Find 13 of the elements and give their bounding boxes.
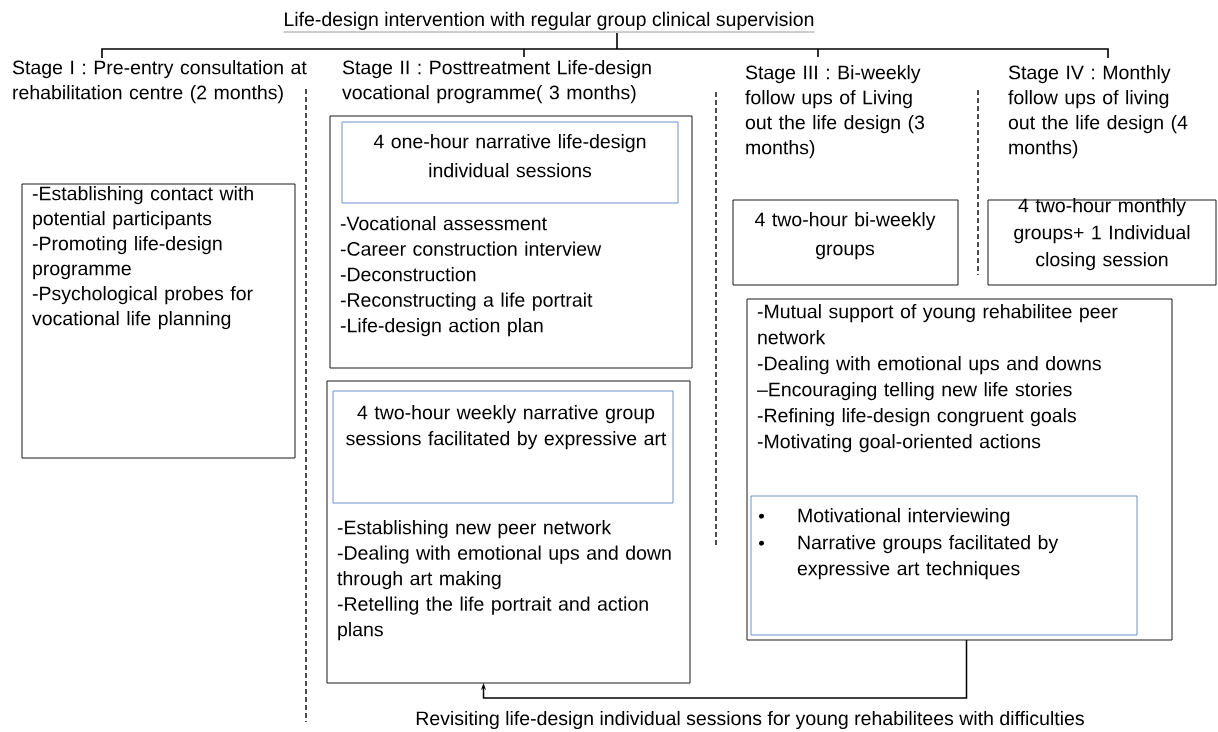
arrow bbox=[480, 639, 968, 699]
method-box: Motivational interviewing Narrative groups facilitated by expressive art techniques bbox=[750, 495, 1138, 636]
stage-heading: Stage I : Pre-entry consultation at rehabilitation centre (2 months) bbox=[12, 60, 307, 104]
stage-heading: Stage II : Posttreatment Life-design vocational programme( 3 months) bbox=[342, 60, 651, 104]
session-box: 4 two-hour weekly narrative group sessions facilitated by expressive art bbox=[332, 390, 674, 504]
session-box: 4 two-hour bi-weekly groups bbox=[732, 199, 959, 286]
session-box: 4 two-hour monthly groups+ 1 Individual closing session bbox=[987, 198, 1217, 286]
stage-heading: Stage IV : Monthly follow ups of living out the life design (4 months) bbox=[1008, 65, 1188, 159]
stage-heading: Stage III : Bi-weekly follow ups of Living out the life design (3 months) bbox=[745, 65, 925, 159]
session-box: 4 one-hour narrative life-design individual sessions bbox=[341, 121, 679, 204]
title: Life-design intervention with regular group clinical supervision bbox=[285, 11, 814, 30]
edge-label: Revisiting life-design individual sessions for young rehabilitees with difficulties bbox=[414, 709, 1086, 731]
text-box: -Establishing contact with potential participants -Promoting life-design programme -Psychological probes for vocational life planning bbox=[21, 183, 296, 459]
